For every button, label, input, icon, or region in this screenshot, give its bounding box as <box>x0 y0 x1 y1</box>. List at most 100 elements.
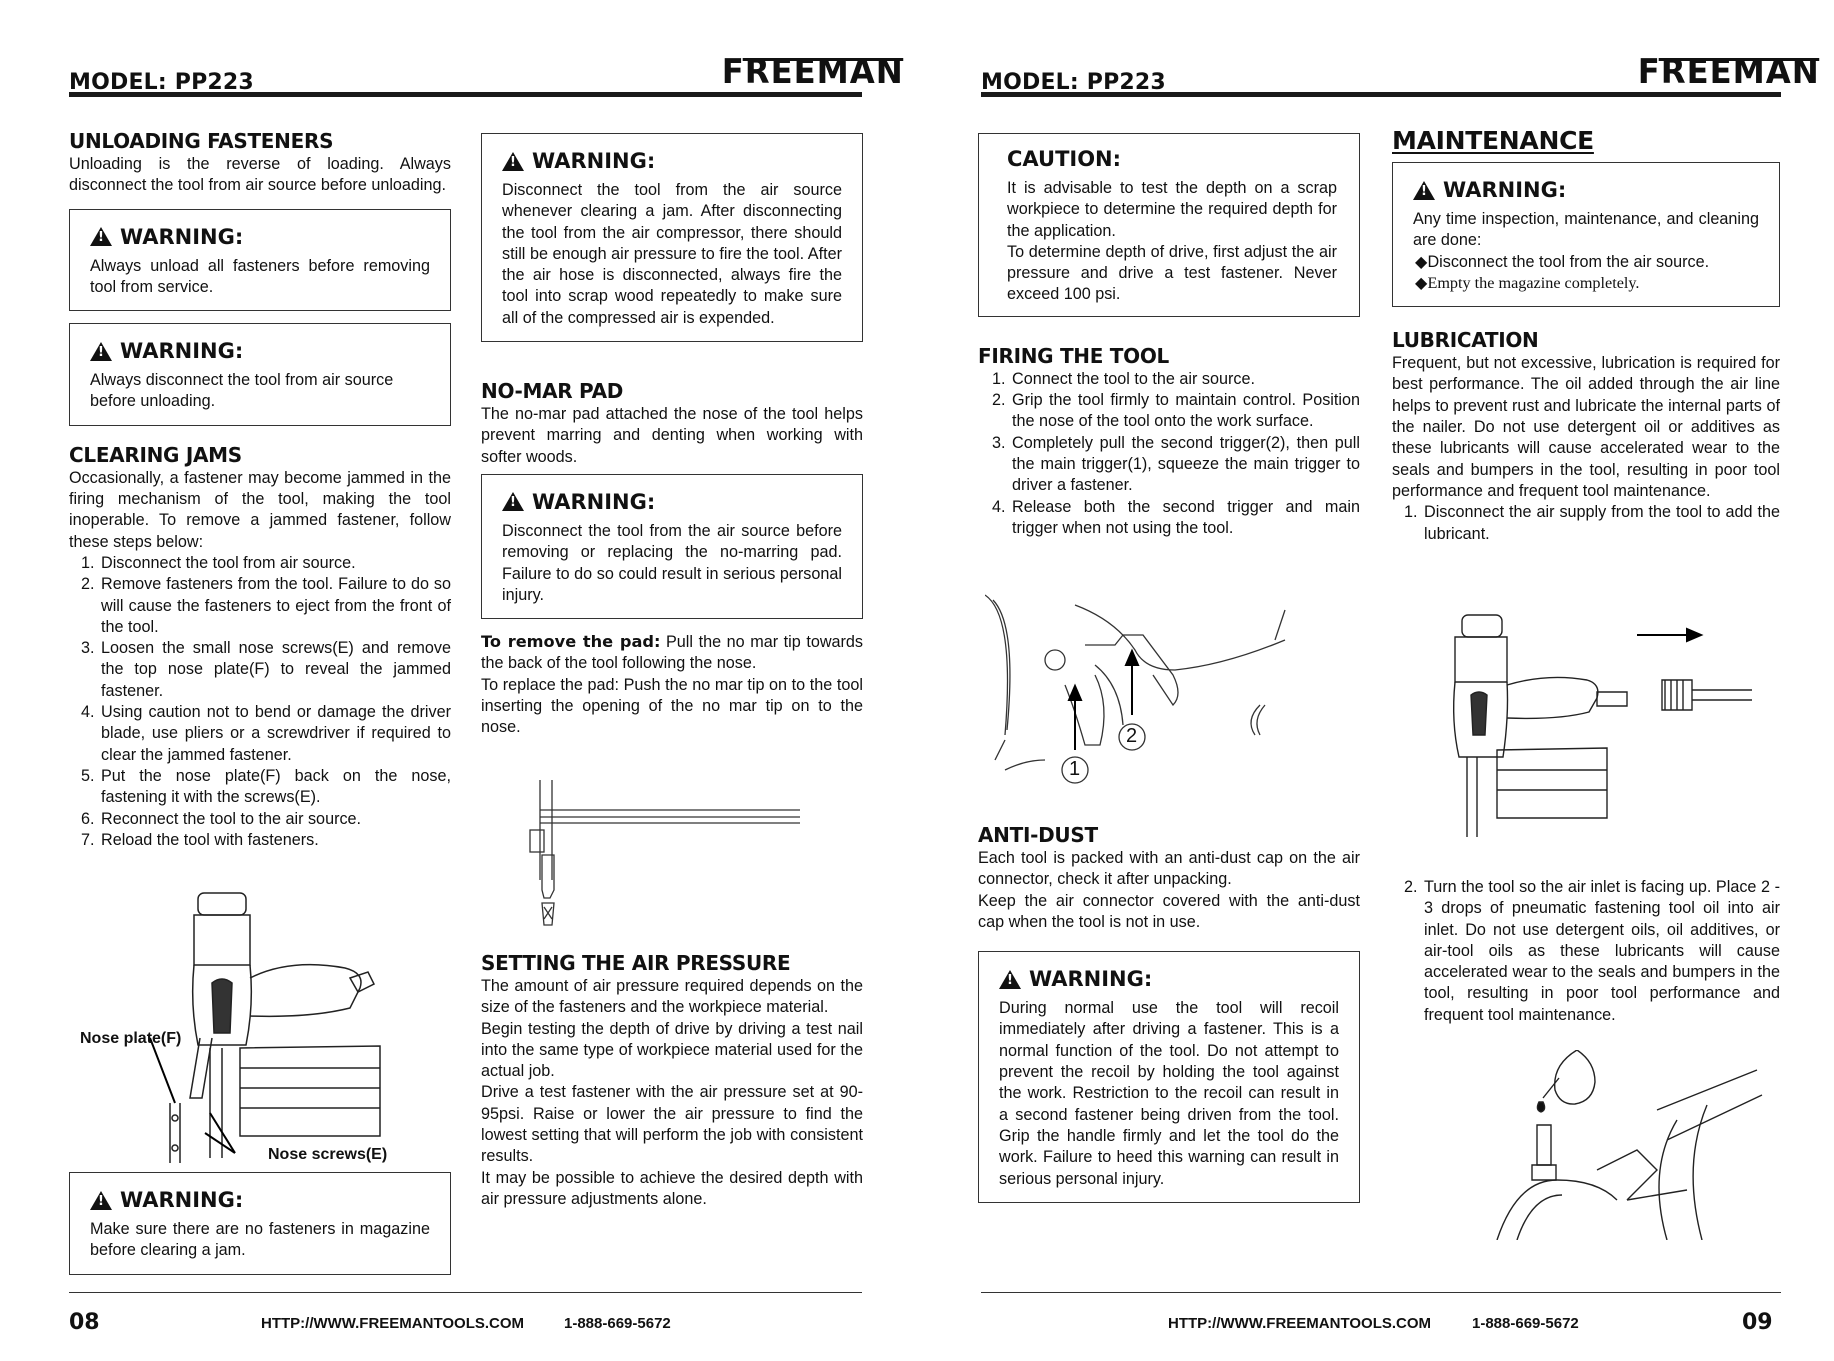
right-column-2: MAINTENANCE WARNING: Any time inspection… <box>1392 128 1780 545</box>
air-pressure-p4: It may be possible to achieve the desire… <box>481 1168 863 1208</box>
caution-title: CAUTION: <box>1007 147 1122 171</box>
bullet-text: Disconnect the tool from the air source. <box>1427 252 1710 271</box>
model-label: MODEL: PP223 <box>981 70 1166 95</box>
right-column-2-bottom: Turn the tool so the air inlet is facing… <box>1392 877 1780 1026</box>
air-pressure-p3: Drive a test fastener with the air press… <box>481 1083 863 1166</box>
section-title-air-pressure: SETTING THE AIR PRESSURE <box>481 951 791 975</box>
caution-p1: It is advisable to test the depth on a s… <box>1007 179 1337 240</box>
unloading-body: Unloading is the reverse of loading. Alw… <box>69 155 451 195</box>
section-title-clearing-jams: CLEARING JAMS <box>69 442 242 467</box>
remove-pad-label: To remove the pad: <box>481 632 661 652</box>
section-title-lubrication: LUBRICATION <box>1392 328 1539 353</box>
left-column-2: WARNING: Disconnect the tool from the ai… <box>481 133 863 739</box>
warning-box-disconnect: WARNING: Always disconnect the tool from… <box>69 323 451 426</box>
warning-body: Always unload all fasteners before remov… <box>90 256 430 296</box>
warning-title: WARNING: <box>120 339 244 364</box>
air-disconnect-illustration <box>1437 610 1757 845</box>
air-pressure-p1: The amount of air pressure required depe… <box>481 977 863 1017</box>
header-rule <box>981 92 1781 97</box>
warning-title: WARNING: <box>532 489 656 514</box>
trigger-illustration: 1 2 <box>985 575 1315 795</box>
list-item: Put the nose plate(F) back on the nose, … <box>99 766 451 809</box>
page-number: 08 <box>69 1310 100 1335</box>
no-mar-pad-body: The no-mar pad attached the nose of the … <box>481 405 863 466</box>
bullet-text: Empty the magazine completely. <box>1427 273 1640 292</box>
caution-p2: To determine depth of drive, first adjus… <box>1007 242 1337 304</box>
warning-box-recoil: WARNING: During normal use the tool will… <box>978 951 1360 1203</box>
warning-body: During normal use the tool will recoil i… <box>999 999 1339 1188</box>
warning-triangle-icon <box>1413 180 1435 200</box>
warning-title: WARNING: <box>1029 967 1153 992</box>
air-pressure-p2: Begin testing the depth of drive by driv… <box>481 1019 863 1081</box>
warning-title: WARNING: <box>532 149 656 173</box>
page-09: MODEL: PP223 FREEMAN CAUTION: It is advi… <box>917 0 1834 1361</box>
remove-pad-instructions: Pull the no mar tip towards the back of … <box>481 633 864 673</box>
caution-box: CAUTION: It is advisable to test the dep… <box>978 133 1360 317</box>
bullet-item: ◆Empty the magazine completely. <box>1413 273 1759 294</box>
right-column-1-bottom: ANTI-DUST Each tool is packed with an an… <box>978 822 1360 1203</box>
nose-screws-label: Nose screws(E) <box>268 1146 388 1163</box>
list-item: Grip the tool firmly to maintain control… <box>1010 390 1360 433</box>
warning-title: WARNING: <box>120 1188 244 1212</box>
warning-title: WARNING: <box>120 224 244 249</box>
anti-dust-p2: Keep the air connector covered with the … <box>978 891 1360 931</box>
right-column-1: CAUTION: It is advisable to test the dep… <box>978 133 1360 539</box>
header-rule <box>69 92 862 97</box>
clearing-jams-body: Occasionally, a fastener may become jamm… <box>69 468 451 551</box>
list-item: Using caution not to bend or damage the … <box>99 702 451 766</box>
left-column-2-bottom: SETTING THE AIR PRESSURE The amount of a… <box>481 950 863 1210</box>
section-title-no-mar-pad: NO-MAR PAD <box>481 379 624 404</box>
footer-rule <box>69 1292 862 1293</box>
model-label: MODEL: PP223 <box>69 70 254 95</box>
diamond-bullet-icon: ◆ <box>1415 252 1428 271</box>
warning-body: Disconnect the tool from the air source … <box>502 521 842 604</box>
page-number: 09 <box>1742 1310 1773 1335</box>
footer-phone: 1-888-669-5672 <box>1472 1315 1579 1332</box>
lubrication-body: Frequent, but not excessive, lubrication… <box>1392 354 1780 500</box>
footer-url: HTTP://WWW.FREEMANTOOLS.COM <box>261 1315 525 1332</box>
warning-triangle-icon <box>90 227 112 247</box>
callout-2: 2 <box>1126 725 1138 747</box>
page-08: MODEL: PP223 FREEMAN UNLOADING FASTENERS… <box>0 0 917 1361</box>
section-title-unloading: UNLOADING FASTENERS <box>69 129 334 153</box>
lubrication-step-2: Turn the tool so the air inlet is facing… <box>1392 877 1780 1026</box>
no-mar-pad-illustration <box>520 775 810 935</box>
anti-dust-p1: Each tool is packed with an anti-dust ca… <box>978 849 1360 889</box>
freeman-logo: FREEMAN <box>721 52 905 92</box>
nose-plate-label: Nose plate(F) <box>80 1030 182 1047</box>
remove-pad-text: To remove the pad: Pull the no mar tip t… <box>481 631 863 675</box>
list-item: Completely pull the second trigger(2), t… <box>1010 433 1360 497</box>
section-title-anti-dust: ANTI-DUST <box>978 823 1098 847</box>
firing-steps: Connect the tool to the air source. Grip… <box>978 369 1360 539</box>
list-item: Loosen the small nose screws(E) and remo… <box>99 638 451 702</box>
warning-box-no-mar: WARNING: Disconnect the tool from the ai… <box>481 473 863 620</box>
clearing-jams-steps: Disconnect the tool from air source. Rem… <box>69 553 451 851</box>
section-title-maintenance: MAINTENANCE <box>1392 126 1594 155</box>
replace-pad-text: To replace the pad: Push the no mar tip … <box>481 675 863 737</box>
freeman-logo: FREEMAN <box>1637 52 1821 92</box>
diamond-bullet-icon: ◆ <box>1415 273 1428 292</box>
list-item: Reconnect the tool to the air source. <box>99 809 451 830</box>
oil-drop-illustration <box>1477 1050 1767 1240</box>
warning-triangle-icon <box>999 969 1021 989</box>
warning-body: Always disconnect the tool from air sour… <box>90 371 394 411</box>
warning-triangle-icon <box>502 151 524 171</box>
list-item: Disconnect the air supply from the tool … <box>1422 502 1780 545</box>
footer-rule <box>981 1292 1781 1293</box>
list-item: Disconnect the tool from air source. <box>99 553 451 574</box>
section-title-firing: FIRING THE TOOL <box>978 343 1169 368</box>
nailer-jam-illustration: Nose plate(F) Nose screws(E) <box>80 888 420 1178</box>
footer-url: HTTP://WWW.FREEMANTOOLS.COM <box>1168 1315 1432 1332</box>
left-column-1: UNLOADING FASTENERS Unloading is the rev… <box>69 128 451 851</box>
warning-triangle-icon <box>90 341 112 361</box>
bullet-item: ◆Disconnect the tool from the air source… <box>1413 252 1759 273</box>
warning-box-maintenance: WARNING: Any time inspection, maintenanc… <box>1392 162 1780 308</box>
warning-box-magazine: WARNING: Make sure there are no fastener… <box>69 1172 451 1275</box>
callout-1: 1 <box>1069 758 1081 780</box>
footer-phone: 1-888-669-5672 <box>564 1315 671 1332</box>
warning-body: Make sure there are no fasteners in maga… <box>90 1220 430 1260</box>
left-column-1-bottom: WARNING: Make sure there are no fastener… <box>69 1172 451 1275</box>
warning-triangle-icon <box>90 1190 112 1210</box>
warning-body: Disconnect the tool from the air source … <box>502 181 842 327</box>
list-item: Connect the tool to the air source. <box>1010 369 1360 390</box>
